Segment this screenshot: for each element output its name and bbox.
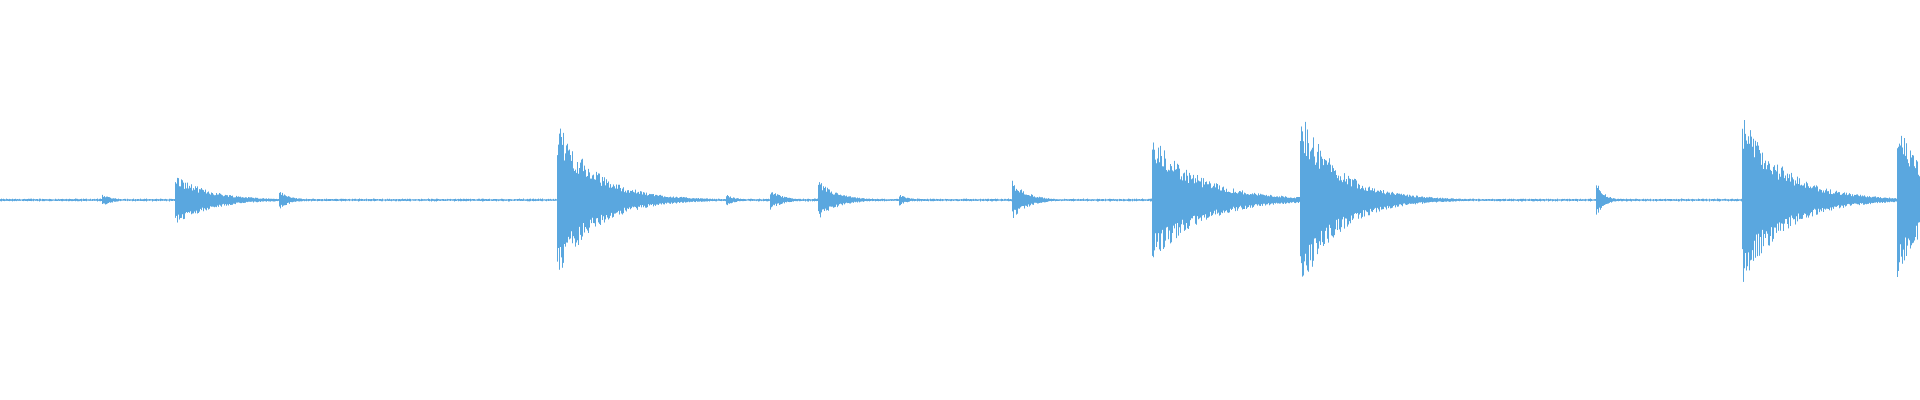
waveform-signal: [0, 120, 1920, 282]
